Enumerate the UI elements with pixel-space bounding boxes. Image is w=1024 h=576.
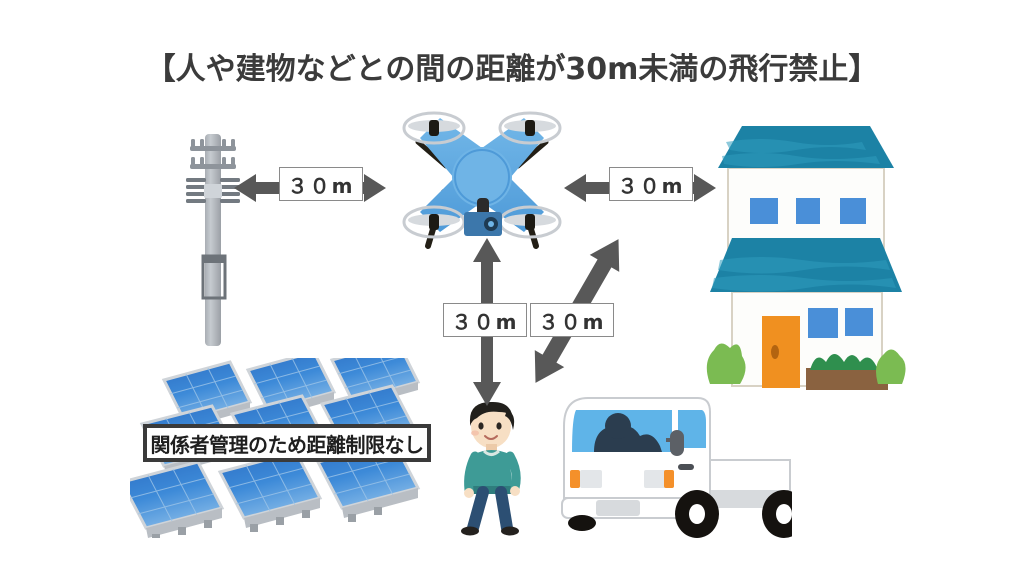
drone-illustration: [382, 104, 582, 254]
measure-label-drone-to-person: ３０m: [443, 303, 527, 337]
measure-label-text: ３０m: [287, 173, 355, 198]
measure-label-text: ３０m: [451, 309, 519, 334]
measure-label-text: ３０m: [538, 309, 606, 334]
measure-label-drone-to-truck: ３０m: [530, 303, 614, 337]
page-title: 【人や建物などとの間の距離が30m未満の飛行禁止】: [145, 52, 879, 87]
house-illustration: [690, 112, 922, 390]
measure-label-pole-to-drone: ３０m: [279, 167, 363, 201]
person-illustration: [455, 396, 529, 536]
truck-illustration: [552, 386, 806, 541]
note-label-text: 関係者管理のため距離制限なし: [150, 432, 425, 457]
note-label-no-distance-limit: 関係者管理のため距離制限なし: [143, 424, 431, 462]
measure-label-drone-to-house: ３０m: [609, 167, 693, 201]
utility-pole-illustration: [178, 126, 248, 348]
measure-label-text: ３０m: [617, 173, 685, 198]
